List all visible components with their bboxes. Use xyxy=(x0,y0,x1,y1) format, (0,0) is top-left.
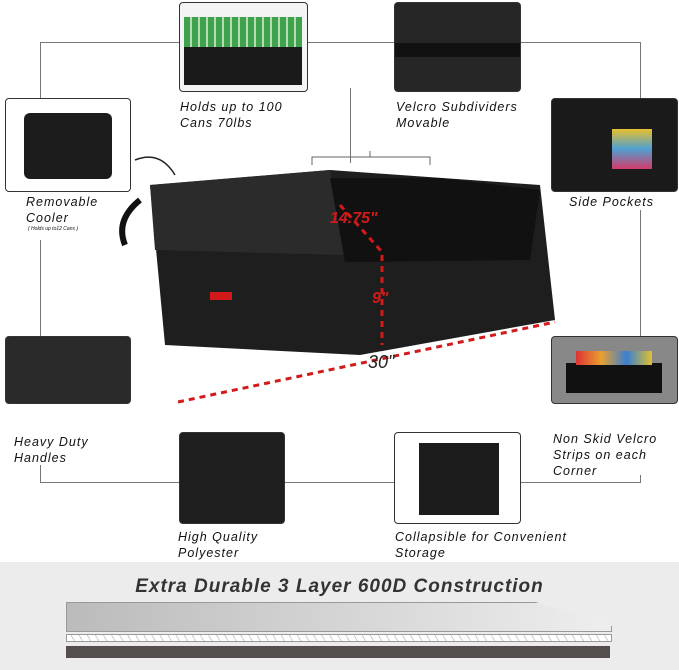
cooler-note: ( Holds up to12 Cans ) xyxy=(28,226,79,232)
connector xyxy=(640,42,641,98)
connector xyxy=(40,482,180,483)
connector xyxy=(40,240,41,336)
connector xyxy=(519,42,640,43)
trunk-photo xyxy=(551,336,678,404)
collapsible-photo xyxy=(394,432,521,524)
side-pockets-photo xyxy=(551,98,678,192)
handles-label: Heavy Duty Handles xyxy=(14,435,89,465)
connector xyxy=(640,475,641,483)
connector xyxy=(519,482,640,483)
connector xyxy=(640,210,641,336)
subdivider-bracket xyxy=(311,151,431,165)
construction-banner: Extra Durable 3 Layer 600D Construction xyxy=(0,562,679,670)
middle-layer xyxy=(66,634,612,642)
inner-layer xyxy=(66,646,610,658)
pockets-label: Side Pockets xyxy=(569,195,654,209)
cooler-photo xyxy=(5,98,131,192)
polyester-photo xyxy=(179,432,285,524)
cans-photo xyxy=(179,2,308,92)
strips-label: Non Skid Velcro Strips on each Corner xyxy=(553,432,658,478)
cooler-title: Removable Cooler xyxy=(26,195,99,225)
connector xyxy=(40,42,180,43)
compartments xyxy=(330,178,540,262)
collapsible-label: Collapsible for Convenient Storage xyxy=(395,530,567,560)
side-handle xyxy=(119,197,142,247)
outer-layer xyxy=(66,602,612,632)
height-label: 9" xyxy=(372,290,389,307)
connector xyxy=(283,482,394,483)
product-organizer xyxy=(119,151,556,404)
velcro-label: Velcro Subdividers Movable xyxy=(396,100,518,130)
depth-label: 14.75" xyxy=(330,210,378,227)
polyester-label: High Quality Polyester xyxy=(178,530,259,560)
handles-photo xyxy=(5,336,131,404)
connector xyxy=(306,42,394,43)
connector xyxy=(40,465,41,483)
brand-tag xyxy=(210,292,232,300)
connector xyxy=(350,88,351,163)
arrow xyxy=(134,156,176,176)
cans-label: Holds up to 100 Cans 70lbs xyxy=(180,100,283,130)
cooler-label: Removable Cooler ( Holds up to12 Cans ) xyxy=(26,194,126,232)
length-label: 30" xyxy=(368,352,395,372)
construction-title: Extra Durable 3 Layer 600D Construction xyxy=(135,576,544,597)
velcro-photo xyxy=(394,2,521,92)
connector xyxy=(40,42,41,98)
cooler-lid xyxy=(150,170,345,255)
length-line xyxy=(177,320,556,404)
